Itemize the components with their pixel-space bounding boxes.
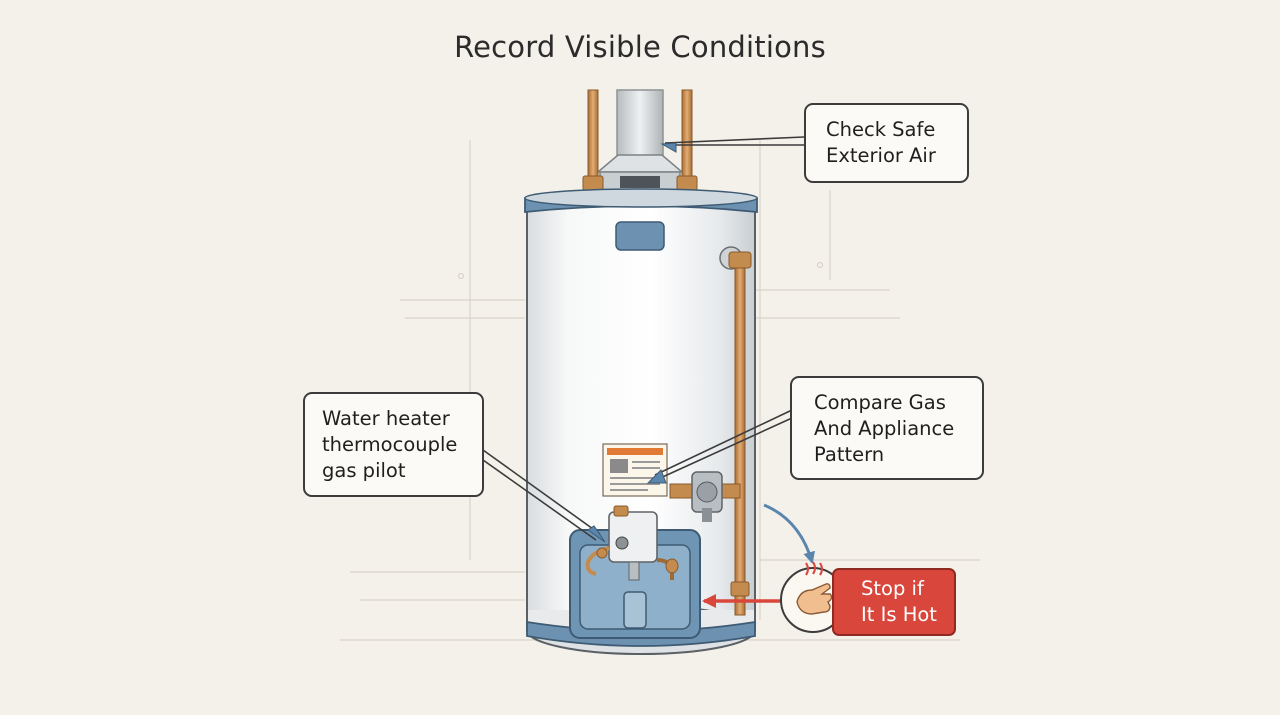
hot-warning-line1: Stop if [861,577,924,600]
callout-thermocouple-line2: thermocouple [322,433,458,456]
callout-exterior-air-line1: Check Safe [826,118,936,141]
hot-warning-line2: It Is Hot [861,603,937,626]
callout-exterior-air: Check Safe Exterior Air [804,103,969,183]
hand-heat-icon [780,561,846,633]
callout-exterior-air-line2: Exterior Air [826,144,936,167]
callout-compare-gas-line2: And Appliance [814,417,955,440]
warning-label-icon [602,443,668,497]
pointer-lines [482,136,805,543]
curved-arrow [763,503,816,564]
page-title: Record Visible Conditions [454,30,826,64]
flue-vent [595,89,685,191]
pilot-control-box [585,505,679,581]
callout-compare-gas: Compare Gas And Appliance Pattern [790,376,984,480]
callout-thermocouple: Water heater thermocouple gas pilot [303,392,484,497]
hot-warning-badge: Stop if It Is Hot [832,568,956,636]
gas-valve [669,471,741,522]
callout-compare-gas-line1: Compare Gas [814,391,946,414]
callout-thermocouple-line1: Water heater [322,407,450,430]
callout-compare-gas-line3: Pattern [814,443,885,466]
callout-thermocouple-line3: gas pilot [322,459,406,482]
